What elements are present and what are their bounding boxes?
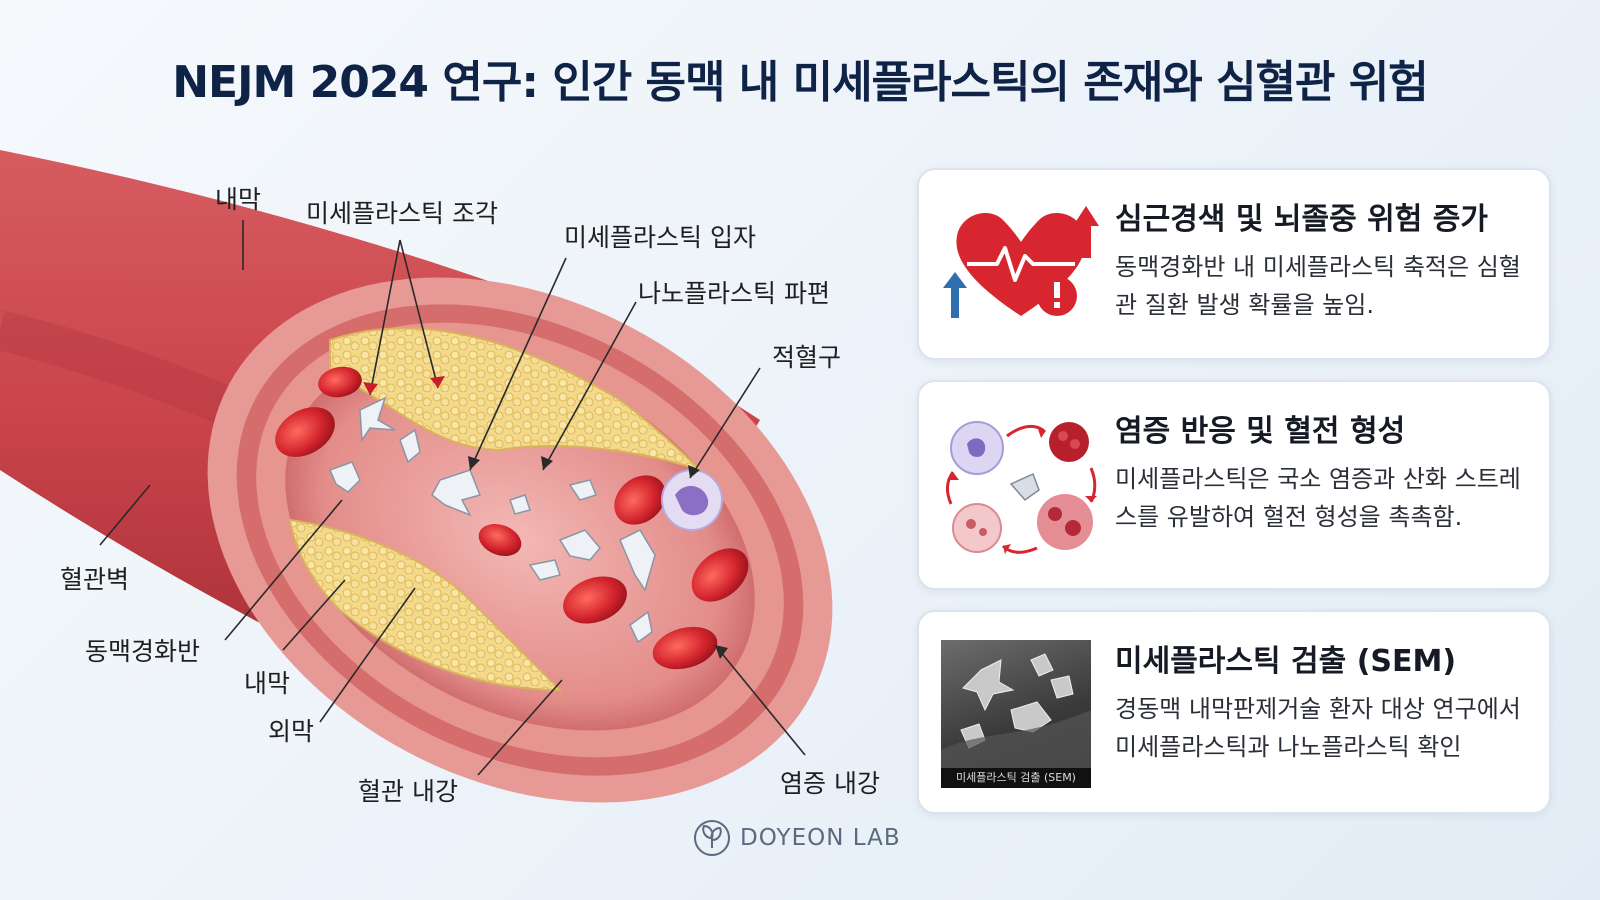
label-intima-top: 내막 [215, 185, 262, 214]
card-title: 심근경색 및 뇌졸중 위험 증가 [1115, 202, 1488, 237]
label-lumen: 혈관 내강 [358, 777, 458, 806]
card-body: 미세플라스틱은 국소 염증과 산화 스트레스를 유발하여 혈전 형성을 촉촉함. [1115, 465, 1521, 531]
label-nanoplastic-fragments: 나노플라스틱 파편 [638, 279, 830, 308]
label-inflamed-lumen: 염증 내강 [780, 769, 880, 798]
red-blood-cells [275, 366, 749, 670]
inflammation-cycle-icon [945, 421, 1097, 554]
card-body: 동맥경화반 내 미세플라스틱 축적은 심혈관 질환 발생 확률을 높임. [1115, 253, 1521, 319]
card-body: 경동맥 내막판제거술 환자 대상 연구에서 미세플라스틱과 나노플라스틱 확인 [1115, 695, 1521, 761]
artery-cross-section-illustration [0, 150, 833, 803]
label-microplastic-particles: 미세플라스틱 입자 [564, 223, 756, 252]
heart-warning-icon [943, 206, 1099, 318]
white-blood-cell [661, 469, 723, 531]
card-inflammation-thrombosis: 염증 반응 및 혈전 형성 미세플라스틱은 국소 염증과 산화 스트레스를 유발… [917, 380, 1551, 590]
leaf-logo-icon [694, 820, 730, 856]
plaque-lower [288, 518, 563, 692]
sem-image-caption: 미세플라스틱 검출 (SEM) [941, 768, 1091, 788]
label-vessel-wall: 혈관벽 [60, 565, 130, 594]
card-cardiovascular-risk: 심근경색 및 뇌졸중 위험 증가 동맥경화반 내 미세플라스틱 축적은 심혈관 … [917, 168, 1551, 360]
brand-logo: DOYEON LAB [692, 818, 901, 858]
label-adventitia: 외막 [268, 717, 315, 746]
label-plaque: 동맥경화반 [85, 637, 201, 666]
card-title: 염증 반응 및 혈전 형성 [1115, 414, 1406, 449]
sem-micrograph-image: 미세플라스틱 검출 (SEM) [941, 640, 1091, 788]
label-red-blood-cell: 적혈구 [772, 343, 842, 372]
page-title: NEJM 2024 연구: 인간 동맥 내 미세플라스틱의 존재와 심혈관 위험 [172, 57, 1429, 108]
microplastic-fragments [328, 396, 656, 644]
label-intima-bottom: 내막 [244, 669, 291, 698]
label-microplastic-fragments: 미세플라스틱 조각 [306, 199, 498, 228]
card-sem-detection: 미세플라스틱 검출 (SEM) 미세플라스틱 검출 (SEM) 경동맥 내막판제… [917, 610, 1551, 814]
card-title: 미세플라스틱 검출 (SEM) [1115, 644, 1457, 679]
brand-text: DOYEON LAB [740, 825, 901, 851]
